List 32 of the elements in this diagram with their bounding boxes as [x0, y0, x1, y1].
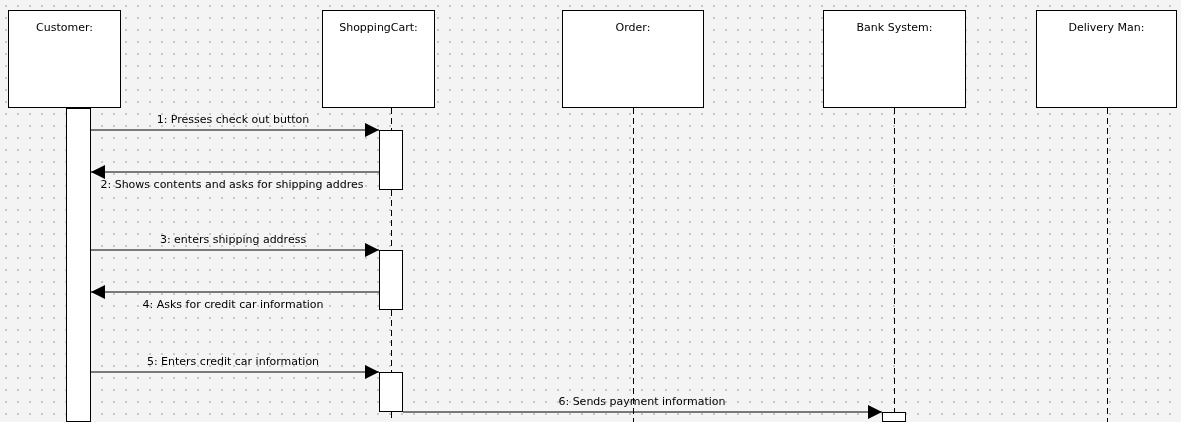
activation-bar — [66, 108, 91, 422]
lifeline-name: Bank System: — [856, 21, 933, 34]
message-arrow — [90, 243, 380, 257]
message-arrow — [402, 405, 883, 419]
message-arrow — [90, 285, 380, 299]
lifeline — [391, 309, 392, 373]
message-arrow — [90, 165, 380, 179]
lifeline-name: Delivery Man: — [1068, 21, 1145, 34]
lifeline-head-box — [8, 10, 121, 108]
lifeline-name: Order: — [615, 21, 651, 34]
lifeline — [1107, 107, 1108, 422]
lifeline — [391, 107, 392, 131]
activation-bar — [379, 372, 403, 412]
activation-bar — [882, 412, 906, 422]
message-arrow — [90, 123, 380, 137]
activation-bar — [379, 130, 403, 190]
edge-label: 2: Shows contents and asks for shipping addres — [99, 178, 365, 191]
lifeline — [894, 107, 895, 413]
lifeline — [633, 107, 634, 422]
lifeline-head-box — [823, 10, 966, 108]
lifeline-head-box — [1036, 10, 1177, 108]
lifeline-name: Customer: — [36, 21, 93, 34]
lifeline-head-box — [322, 10, 435, 108]
edge-label: 4: Asks for credit car information — [141, 298, 325, 311]
activation-bar — [379, 250, 403, 310]
edge-label: 5: Enters credit car information — [145, 355, 321, 368]
lifeline-head-box — [562, 10, 704, 108]
message-arrow — [90, 365, 380, 379]
edge-label: 6: Sends payment information — [557, 395, 727, 408]
edge-label: 1: Presses check out button — [155, 113, 311, 126]
edge-label: 3: enters shipping address — [158, 233, 308, 246]
lifeline-name: ShoppingCart: — [339, 21, 418, 34]
